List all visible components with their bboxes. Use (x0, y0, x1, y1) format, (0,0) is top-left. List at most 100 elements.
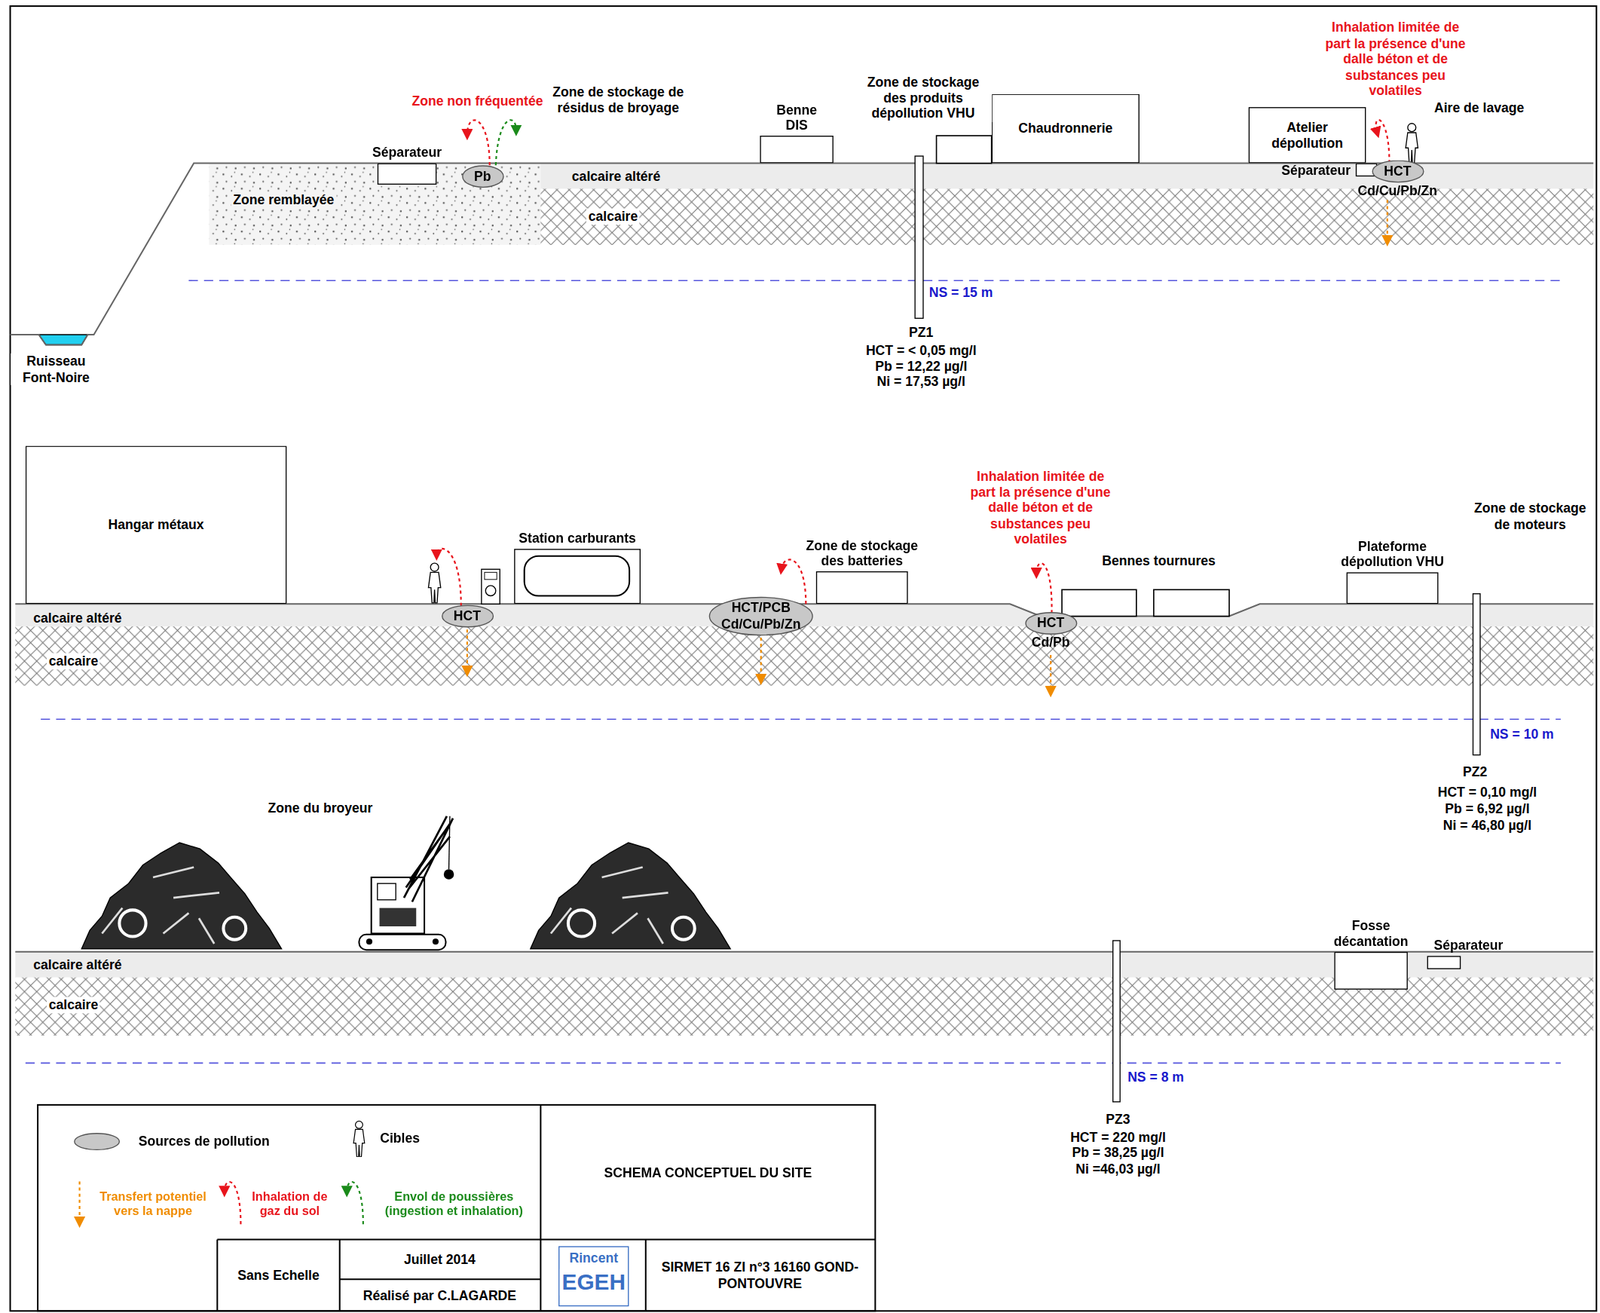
annotation-text: Pb = 38,25 µg/l (1070, 1144, 1167, 1161)
ground-section-2 (1061, 589, 1137, 616)
annotation-text: SIRMET 16 ZI n°3 16160 GOND-PONTOUVRE (651, 1259, 870, 1292)
ground-section-2 (484, 572, 497, 579)
site-structure: Plateforme dépollution VHU (1346, 572, 1439, 604)
legend-samples (353, 1120, 365, 1157)
ground-section-2 (481, 569, 500, 604)
site-structure: Station carburants (513, 548, 641, 604)
annotation-text: Réalisé par C.LAGARDE (360, 1287, 519, 1304)
annotation-text: NS = 10 m (1487, 726, 1556, 743)
structure-label: Plateforme dépollution VHU (1326, 538, 1460, 570)
structure-label: Station carburants (518, 530, 636, 547)
node-body (1335, 952, 1408, 989)
pollutant-label: HCT (1037, 614, 1065, 631)
annotation-text: HCT = 0,10 mg/l (1435, 784, 1539, 801)
annotation-text: HCT = 220 mg/l (1067, 1129, 1168, 1146)
node-body (1347, 573, 1438, 603)
structure-label: Chaudronnerie (1018, 120, 1113, 137)
node-caption: Séparateur (1281, 162, 1351, 178)
ground-section-1 (936, 135, 992, 164)
ground-section-2 (1473, 593, 1481, 756)
site-structure: Séparateur (377, 163, 438, 185)
page-frame (10, 6, 1597, 1311)
pollution-source: HCT/PCBCd/Cu/Pb/Zn (709, 596, 814, 636)
annotation-text: calcaire (46, 997, 101, 1013)
annotation-text: calcaire altéré (30, 610, 124, 627)
ground-section-1 (188, 279, 1561, 282)
crane-drawing (449, 816, 450, 869)
annotation-text: PZ3 (1104, 1110, 1133, 1127)
node-caption: Cd/Pb (1031, 634, 1071, 651)
site-structure: Zone de stockage des batteries (816, 571, 909, 604)
legend-samples (74, 1120, 365, 1224)
site-structure: Hangar métaux (25, 445, 288, 604)
node-body (378, 164, 436, 184)
source-ellipse (461, 165, 503, 187)
title-block (216, 1239, 218, 1312)
node-body: Atelier dépollution (1249, 107, 1365, 163)
ground-section-1 (914, 156, 924, 319)
annotation-text: Ni =46,03 µg/l (1073, 1161, 1163, 1178)
node-body (515, 550, 640, 603)
annotation-text: Inhalation limitée de part la présence d… (961, 468, 1119, 548)
tank-outline (524, 556, 630, 597)
title-block (339, 1278, 542, 1280)
pollutant-label: HCT (1383, 163, 1411, 180)
annotation-text: Inhalation limitée de part la présence d… (1316, 19, 1474, 100)
pollution-source: HCTCd/Cu/Pb/Zn (1371, 160, 1424, 184)
legend-samples (224, 1181, 242, 1224)
source-ellipse (709, 596, 813, 635)
annotation-text: Aire de lavage (1431, 100, 1527, 117)
exposure-arrows (1049, 654, 1052, 692)
pollution-source: HCTCd/Pb (1024, 611, 1077, 635)
exposure-arrows (781, 559, 806, 604)
ground-section-1 (38, 334, 88, 346)
crane-drawing (358, 816, 454, 950)
ground-section-1 (10, 163, 1594, 346)
legend-samples (346, 1181, 364, 1224)
site-structure: Atelier dépollution (1248, 107, 1367, 163)
title-block (37, 1104, 875, 1311)
annotation-text: calcaire altéré (569, 168, 663, 185)
title-block (217, 1239, 875, 1241)
annotation-text: Pb = 12,22 µg/l (872, 357, 970, 374)
structure-label: Séparateur (1433, 937, 1503, 954)
node-body (761, 136, 833, 163)
pollutant-label: Cd/Cu/Pb/Zn (721, 616, 802, 633)
annotation-text: Sans Echelle (235, 1266, 322, 1283)
node-body: HCT (1371, 160, 1424, 184)
ground-section-3 (81, 842, 282, 949)
structure-label: Séparateur (1281, 162, 1351, 178)
exposure-arrows (1386, 199, 1389, 241)
exposure-arrows (760, 637, 762, 680)
annotation-text: Zone de stockage des produits dépollutio… (854, 73, 992, 122)
annotation-text: Zone du broyeur (266, 799, 375, 816)
ground-section-2 (40, 718, 1561, 720)
site-structure: Fosse décantation (1333, 951, 1408, 990)
node-body (1428, 957, 1460, 969)
node-caption: Benne DIS (766, 101, 828, 134)
annotation-text: calcaire (586, 208, 640, 224)
crane-drawing (403, 816, 453, 903)
annotation-text: PZ1 (906, 324, 936, 341)
structure-label: Zone de stockage des batteries (795, 537, 929, 570)
crane-drawing (366, 938, 373, 945)
pollutant-label: HCT (453, 608, 481, 625)
exposure-arrows (467, 119, 490, 166)
structure-label: Séparateur (372, 145, 442, 162)
crane-drawing (432, 938, 439, 945)
pollutant-label: Pb (474, 168, 492, 185)
ground-section-3 (25, 1062, 1561, 1065)
pollutant-label: Cd/Cu/Pb/Zn (1358, 182, 1438, 199)
node-caption: Station carburants (518, 530, 636, 547)
annotation-text: Zone remblayée (231, 192, 337, 209)
annotation-text: Juillet 2014 (401, 1251, 478, 1268)
annotation-text: EGEH (559, 1269, 628, 1297)
node-body: Chaudronnerie (992, 94, 1139, 163)
ground-section-1 (208, 163, 541, 245)
crane-drawing (443, 868, 455, 880)
diagram-title: SCHEMA CONCEPTUEL DU SITE (602, 1165, 814, 1181)
exposure-arrows (466, 629, 469, 671)
legend-samples (74, 1133, 120, 1151)
node-body (816, 572, 907, 603)
annotation-text: Zone non fréquentée (409, 92, 545, 109)
